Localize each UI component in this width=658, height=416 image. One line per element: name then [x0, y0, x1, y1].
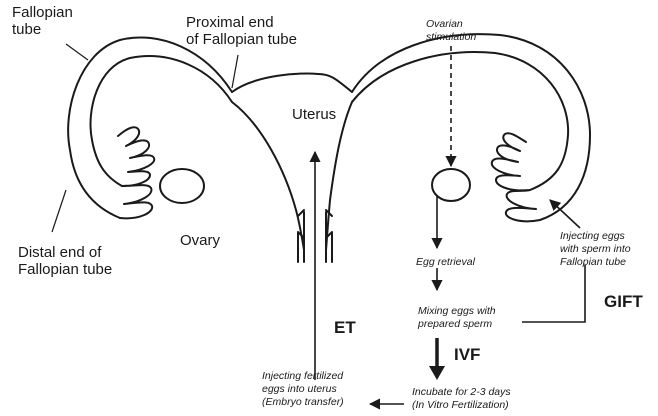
injecting-gift-note: Injecting eggs with sperm into Fallopian…	[560, 230, 631, 269]
incubate-note: Incubate for 2-3 days (In Vitro Fertiliz…	[412, 386, 511, 412]
gift-path	[522, 265, 585, 322]
injecting-et-note: Injecting fertilized eggs into uterus (E…	[262, 370, 344, 409]
fallopian-tube-label: Fallopian tube	[12, 4, 73, 38]
left-ovary	[160, 169, 204, 203]
mixing-note: Mixing eggs with prepared sperm	[418, 305, 496, 331]
uterus-outline-left	[232, 73, 318, 92]
ivf-arrow	[429, 338, 445, 380]
ovary-label: Ovary	[180, 232, 220, 249]
gift-label: GIFT	[604, 292, 643, 311]
distal-end-label: Distal end of Fallopian tube	[18, 244, 112, 278]
proximal-end-label: Proximal end of Fallopian tube	[186, 14, 297, 48]
uterus-outline-right	[318, 74, 352, 92]
left-fimbriae	[118, 127, 154, 218]
right-tube-outer-wall	[352, 34, 590, 220]
fallopian-tube-leader	[66, 44, 88, 60]
uterus-inner-right	[326, 102, 352, 250]
egg-retrieval-note: Egg retrieval	[416, 256, 475, 269]
left-tube-outer-wall	[68, 37, 232, 218]
proximal-end-leader	[232, 55, 238, 88]
uterus-label: Uterus	[292, 106, 336, 123]
right-fimbriae	[492, 133, 540, 221]
left-tube-inner-wall	[91, 56, 232, 186]
et-label: ET	[334, 318, 356, 337]
uterus-inner-left	[232, 102, 304, 250]
right-tube-inner-wall	[352, 52, 568, 190]
distal-end-leader	[52, 190, 66, 232]
ivf-label: IVF	[454, 345, 480, 364]
ovarian-stimulation-note: Ovarian stimulation	[426, 18, 476, 44]
